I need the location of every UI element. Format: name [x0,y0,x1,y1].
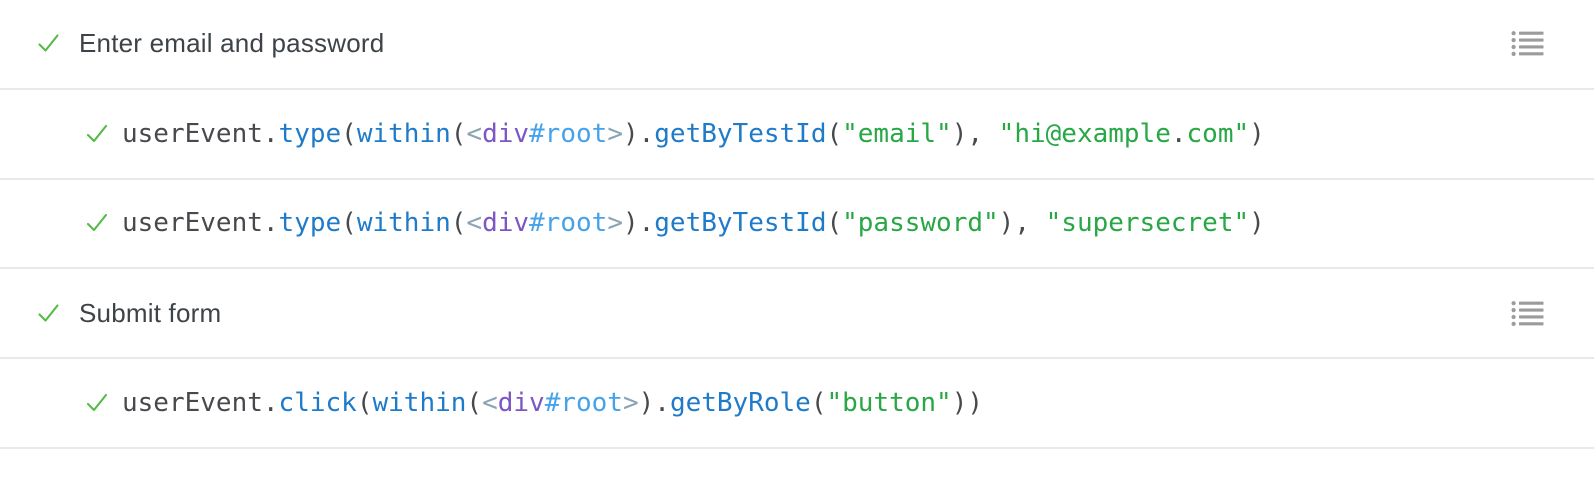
code-segment-plain: ( [826,118,843,149]
code-segment-function: type [278,208,342,239]
code-segment-string: "password" [842,208,999,239]
code-segment-bracket: < [466,208,483,239]
step-label: Enter email and password [79,28,385,59]
check-icon [84,210,110,236]
code-segment-plain: ). [638,388,670,419]
code-segment-tag: div [497,388,545,419]
test-step-row[interactable]: Enter email and password [0,0,1594,90]
command-row[interactable]: userEvent.click(within(<div#root>).getBy… [0,359,1594,449]
code-segment-plain: ( [450,208,467,239]
command-code: userEvent.click(within(<div#root>).getBy… [122,388,983,418]
code-segment-function: getByTestId [654,118,827,149]
code-segment-string: "button" [826,388,952,419]
code-segment-plain: ). [622,118,655,149]
code-segment-function: within [356,208,451,239]
code-segment-bracket: < [466,118,483,149]
code-segment-function: within [356,118,451,149]
code-segment-function: type [278,118,342,149]
code-segment-string: com" [1186,118,1250,149]
command-row[interactable]: userEvent.type(within(<div#root>).getByT… [0,89,1594,180]
code-segment-function: getByRole [669,388,811,419]
code-segment-tag: div [482,118,530,149]
code-segment-plain: userEvent. [122,208,279,239]
code-segment-plain: ( [810,388,827,419]
code-segment-id: #root [529,208,608,239]
code-segment-plain: ( [466,388,483,419]
command-row[interactable]: userEvent.type(within(<div#root>).getByT… [0,179,1594,270]
code-segment-bracket: > [607,208,623,239]
code-segment-function: click [278,388,357,419]
command-code: userEvent.type(within(<div#root>).getByT… [122,208,1265,238]
code-segment-string: "supersecret" [1045,208,1250,239]
code-segment-id: #root [544,388,623,419]
code-segment-plain: . [1170,118,1187,149]
code-segment-bracket: > [607,118,623,149]
code-segment-plain: userEvent. [122,118,279,149]
test-step-row[interactable]: Submit form [0,269,1594,360]
code-segment-plain: ), [998,208,1046,239]
code-segment-plain: ( [341,208,357,239]
code-segment-string: "email" [842,118,952,149]
check-icon [84,121,110,147]
code-segment-plain: userEvent. [122,388,279,419]
code-segment-plain: ( [356,388,373,419]
code-segment-function: getByTestId [654,208,827,239]
steps-list-icon[interactable] [1511,30,1544,57]
code-segment-tag: div [482,208,530,239]
code-segment-plain: ). [622,208,655,239]
code-segment-id: #root [529,118,608,149]
code-segment-bracket: > [622,388,639,419]
code-segment-plain: )) [951,388,984,419]
code-segment-plain: ( [826,208,843,239]
command-code: userEvent.type(within(<div#root>).getByT… [122,119,1265,149]
code-segment-plain: ) [1249,208,1265,239]
check-icon [36,301,61,326]
check-icon [36,31,61,56]
code-segment-plain: ), [951,118,999,149]
code-segment-bracket: < [482,388,498,419]
code-segment-plain: ) [1249,118,1265,149]
steps-list-icon[interactable] [1511,300,1544,327]
code-segment-plain: ( [450,118,467,149]
code-segment-function: within [372,388,467,419]
step-label: Submit form [79,297,222,328]
code-segment-plain: ( [341,118,357,149]
check-icon [84,390,110,416]
code-segment-string: "hi@example [998,118,1171,149]
